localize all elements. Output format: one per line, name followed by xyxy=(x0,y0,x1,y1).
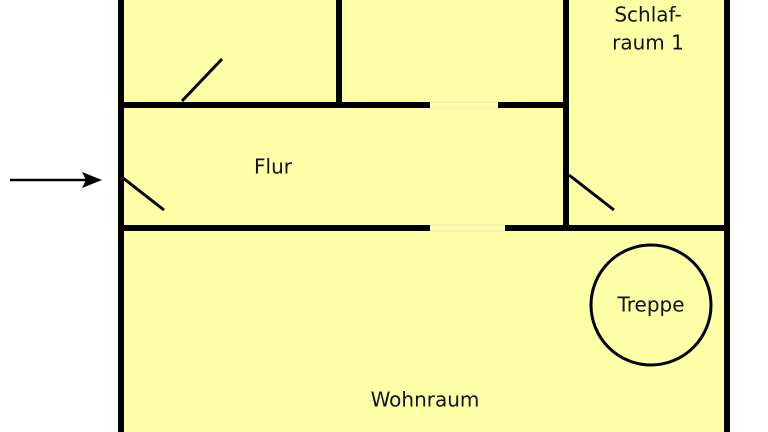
room-label-wohnraum: Wohnraum xyxy=(371,388,480,412)
room-label-flur: Flur xyxy=(254,155,293,179)
floor-area xyxy=(121,0,727,432)
room-label-schlafraum-2: raum 1 xyxy=(612,31,684,55)
walls xyxy=(118,0,730,432)
room-label-schlafraum-1: Schlaf- xyxy=(614,3,681,27)
door-schlafraum xyxy=(568,173,615,212)
stairs-circle xyxy=(589,243,713,367)
doors xyxy=(122,57,615,212)
entrance-arrow-icon xyxy=(10,172,102,188)
openings xyxy=(430,101,505,232)
room-label-treppe: Treppe xyxy=(616,293,684,317)
door-entrance xyxy=(122,176,165,212)
door-upper-room xyxy=(180,57,224,103)
